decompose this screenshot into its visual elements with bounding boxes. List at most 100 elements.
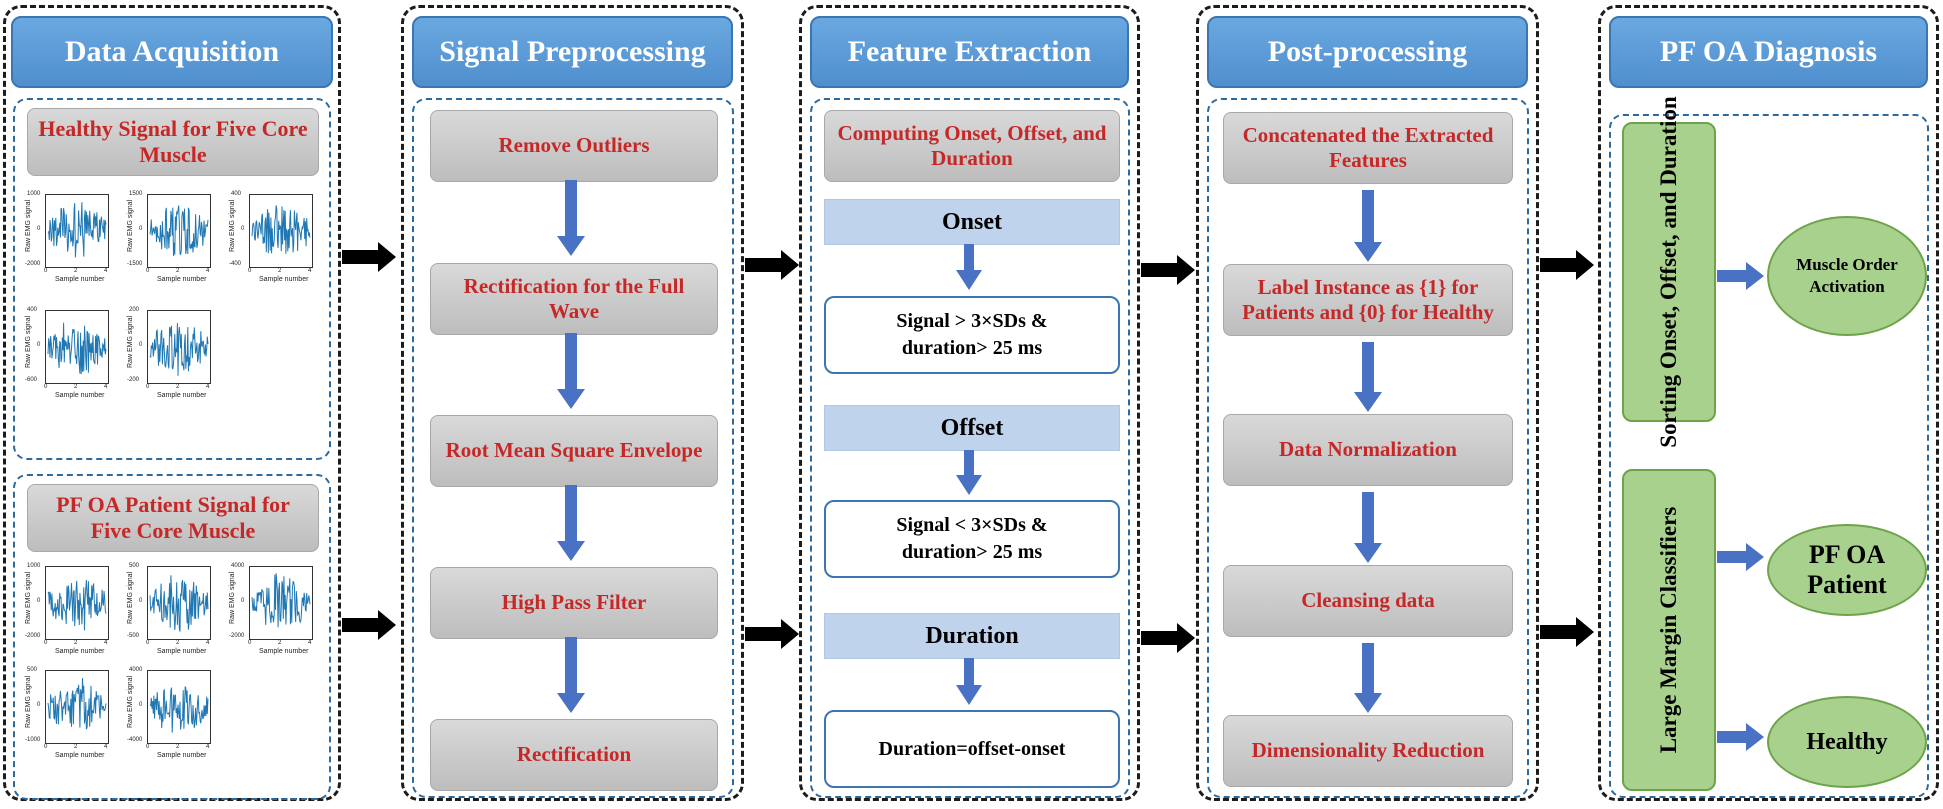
arrow-feat-to-post-bottom [1141,623,1195,653]
onset-rule-line-1: Signal > 3×SDs & [896,310,1048,332]
arrow-feat-to-post-top [1141,255,1195,285]
offset-label: Offset [824,405,1120,451]
step-high-pass-filter: High Pass Filter [430,567,718,639]
x-tick-2: 2 [278,268,282,274]
acquisition-column: Data Acquisition Healthy Signal for Five… [3,5,341,801]
feature-title: Feature Extraction [810,16,1129,88]
step-rms-envelope: Root Mean Square Envelope [430,415,718,487]
y-tick-mid: 0 [37,226,41,232]
x-axis-label: Sample number [157,276,207,283]
acquisition-title: Data Acquisition [11,16,333,88]
offset-rule-line-1: Signal < 3×SDs & [896,514,1048,536]
x-tick-2: 2 [74,384,78,390]
preprocessing-panel: Remove Outliers Rectification for the Fu… [412,98,734,798]
x-tick-2: 2 [176,640,180,646]
onset-label: Onset [824,199,1120,245]
x-tick-0: 0 [248,640,252,646]
diagnosis-column: PF OA Diagnosis Sorting Onset, Offset, a… [1598,5,1939,801]
y-tick-top: 500 [27,667,38,673]
arrow-pre-to-feat-bottom [745,619,799,649]
step-dimensionality-reduction: Dimensionality Reduction [1223,715,1513,787]
y-tick-mid: 0 [37,598,41,604]
y-axis-label: Raw EMG signal [127,199,134,252]
x-tick-2: 2 [74,268,78,274]
x-tick-0: 0 [146,640,150,646]
y-tick-bottom: -1500 [127,261,143,267]
x-axis-label: Sample number [55,752,105,759]
post-panel: Concatenated the Extracted Features Labe… [1207,98,1529,798]
patient-signal-label: PF OA Patient Signal for Five Core Muscl… [27,484,319,552]
x-tick-0: 0 [44,744,48,750]
sorting-box: Sorting Onset, Offset, and Duration [1622,96,1716,448]
x-tick-2: 2 [74,640,78,646]
sorting-label: Sorting Onset, Offset, and Duration [1656,96,1682,448]
x-tick-2: 2 [176,744,180,750]
x-axis-label: Sample number [55,648,105,655]
y-tick-mid: 0 [139,342,143,348]
x-axis-label: Sample number [157,392,207,399]
y-tick-top: 1000 [27,191,41,197]
x-tick-4: 4 [104,640,108,646]
x-tick-4: 4 [206,268,210,274]
y-tick-mid: 0 [241,598,245,604]
feature-panel: Computing Onset, Offset, and Duration On… [810,98,1130,798]
y-tick-top: 1000 [27,563,41,569]
x-tick-2: 2 [74,744,78,750]
offset-rule: Signal < 3×SDs & duration> 25 ms [824,500,1120,578]
x-tick-2: 2 [176,384,180,390]
emg-plot-frame [147,566,211,640]
y-tick-bottom: -2000 [25,633,41,639]
arrow-pre-to-feat-top [745,250,799,280]
y-tick-bottom: -400 [229,261,242,267]
x-axis-label: Sample number [55,392,105,399]
emg-plot-frame [45,310,109,384]
x-tick-4: 4 [104,744,108,750]
duration-rule: Duration=offset-onset [824,710,1120,788]
x-tick-0: 0 [146,744,150,750]
x-tick-0: 0 [44,268,48,274]
offset-rule-line-2: duration> 25 ms [901,541,1043,563]
emg-plot-frame [147,310,211,384]
healthy-panel: Healthy Signal for Five Core Muscle Raw … [13,98,331,460]
emg-plot-frame [249,194,313,268]
y-axis-label: Raw EMG signal [25,315,32,368]
y-tick-top: 500 [129,563,140,569]
diagnosis-title: PF OA Diagnosis [1609,16,1928,88]
y-axis-label: Raw EMG signal [127,571,134,624]
x-tick-4: 4 [308,268,312,274]
x-tick-4: 4 [206,744,210,750]
y-tick-bottom: -4000 [127,737,143,743]
step-cleansing-data: Cleansing data [1223,565,1513,637]
y-tick-top: 200 [129,307,140,313]
y-tick-bottom: -2000 [25,261,41,267]
y-tick-bottom: -600 [25,377,38,383]
preprocessing-column: Signal Preprocessing Remove Outliers Rec… [401,5,744,801]
arrow-post-to-diag-bottom [1540,617,1594,647]
x-tick-2: 2 [278,640,282,646]
computing-onset-offset-duration: Computing Onset, Offset, and Duration [824,110,1120,182]
post-column: Post-processing Concatenated the Extract… [1196,5,1539,801]
x-tick-4: 4 [104,268,108,274]
y-tick-top: 4000 [129,667,143,673]
preprocessing-title: Signal Preprocessing [412,16,733,88]
onset-rule-line-2: duration> 25 ms [901,337,1043,359]
step-remove-outliers: Remove Outliers [430,110,718,182]
arrow-acq-to-pre-top [342,242,396,272]
emg-plot-frame [147,194,211,268]
x-axis-label: Sample number [157,752,207,759]
output-muscle-activation: Muscle Order Activation [1767,216,1927,336]
y-tick-mid: 0 [139,226,143,232]
y-tick-bottom: -1000 [25,737,41,743]
classifiers-box: Large Margin Classifiers [1622,469,1716,791]
x-axis-label: Sample number [157,648,207,655]
emg-plot-frame [45,566,109,640]
x-tick-4: 4 [308,640,312,646]
y-tick-bottom: -200 [127,377,140,383]
y-tick-top: 400 [231,191,242,197]
x-tick-0: 0 [44,640,48,646]
y-axis-label: Raw EMG signal [229,571,236,624]
diagnosis-panel: Sorting Onset, Offset, and Duration Larg… [1609,96,1929,798]
emg-plot-frame [45,670,109,744]
x-axis-label: Sample number [259,648,309,655]
step-concatenate-features: Concatenated the Extracted Features [1223,112,1513,184]
